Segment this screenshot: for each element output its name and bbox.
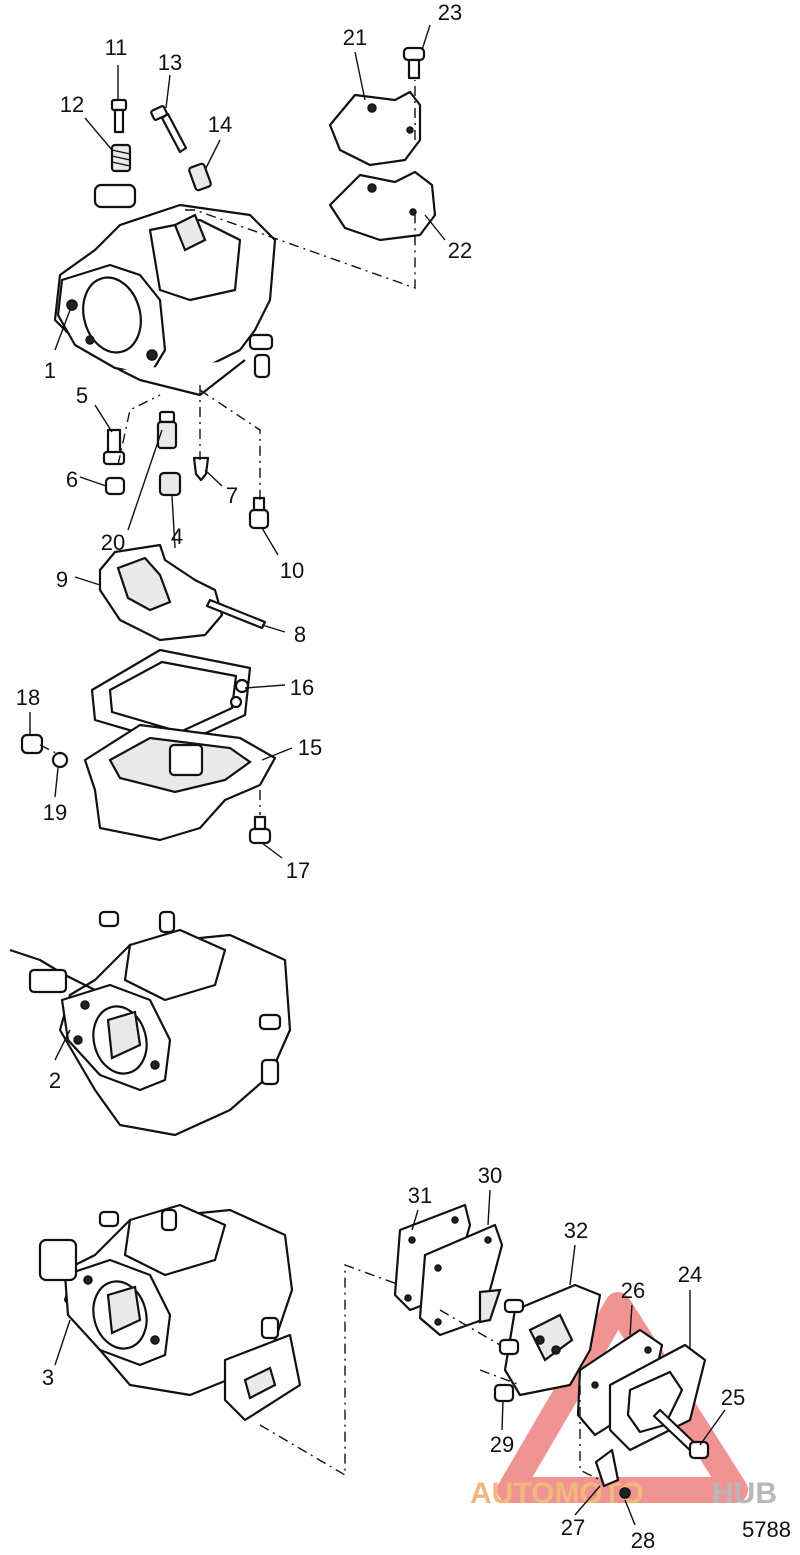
callout-9: 9 [56,567,68,592]
diagram-id: 5788 [742,1517,791,1542]
assembly-lines-upper [39,80,416,815]
watermark-text-plain: HUB [712,1477,777,1510]
part-7-needle [192,456,210,482]
callout-32: 32 [564,1218,588,1243]
part-23-screw [402,46,426,80]
callout-27: 27 [561,1515,585,1540]
callout-11: 11 [105,35,128,60]
assembly-lines-lower [259,1264,601,1481]
callout-12: 12 [60,92,84,117]
leader-lines-bottom-left [54,1319,71,1366]
part-5-screw [102,428,126,466]
part-17-screw [248,815,272,845]
callout-28: 28 [631,1528,655,1553]
part-12-spring [110,143,132,173]
carburetor-assembly-bottom [38,1203,302,1422]
part-30-diaphragm [418,1223,504,1337]
part-18-drain-screw [20,733,44,755]
part-8-pin [205,598,267,630]
callout-22: 22 [448,238,472,263]
callout-15: 15 [298,735,322,760]
callout-18: 18 [16,685,40,710]
callout-7: 7 [226,483,238,508]
part-16-gasket [90,648,252,747]
callout-6: 6 [66,467,78,492]
leader-lines-middle [54,1029,71,1061]
part-32-pump-body [498,1283,602,1397]
part-9-float [98,543,224,642]
part-19-washer [51,751,69,769]
part-21-cover-plate [328,90,422,167]
callout-26: 26 [621,1278,645,1303]
part-22-gasket [328,170,437,242]
part-6-nut [104,476,126,496]
callout-10: 10 [280,558,304,583]
callout-13: 13 [158,50,182,75]
callout-14: 14 [208,112,232,137]
callout-29: 29 [490,1432,514,1457]
callout-5: 5 [76,383,88,408]
callout-25: 25 [721,1385,745,1410]
watermark-text-accent: AUTOMOTO [470,1477,644,1510]
callout-16: 16 [290,675,314,700]
part-25-screw [652,1408,710,1460]
callout-31: 31 [408,1183,432,1208]
carburetor-assembly-middle [9,910,292,1137]
callout-21: 21 [343,25,367,50]
callout-30: 30 [478,1163,502,1188]
callout-labels: 1 2 3 4 5 6 7 8 9 10 11 12 13 14 15 16 1… [16,0,745,1553]
callout-3: 3 [42,1365,54,1390]
part-13-screw [150,105,188,154]
callout-19: 19 [43,800,67,825]
part-28-pin [619,1487,631,1499]
callout-17: 17 [286,858,310,883]
part-20-jet [156,410,178,450]
callout-20: 20 [101,530,125,555]
callout-4: 4 [171,524,183,549]
part-4-jet [158,471,182,497]
part-15-float-bowl [83,723,277,842]
leader-lines-upper [29,24,446,859]
callout-2: 2 [49,1068,61,1093]
part-29-nut [493,1383,515,1403]
callout-23: 23 [438,0,462,25]
part-14-spring [188,162,212,192]
part-11-screw [110,98,128,134]
leader-lines-lower-right [411,1189,726,1526]
part-10-screw [248,496,270,530]
callout-8: 8 [294,622,306,647]
part-27-clip [594,1448,620,1488]
carburetor-body-top [53,183,277,397]
callout-24: 24 [678,1262,702,1287]
callout-1: 1 [44,358,56,383]
